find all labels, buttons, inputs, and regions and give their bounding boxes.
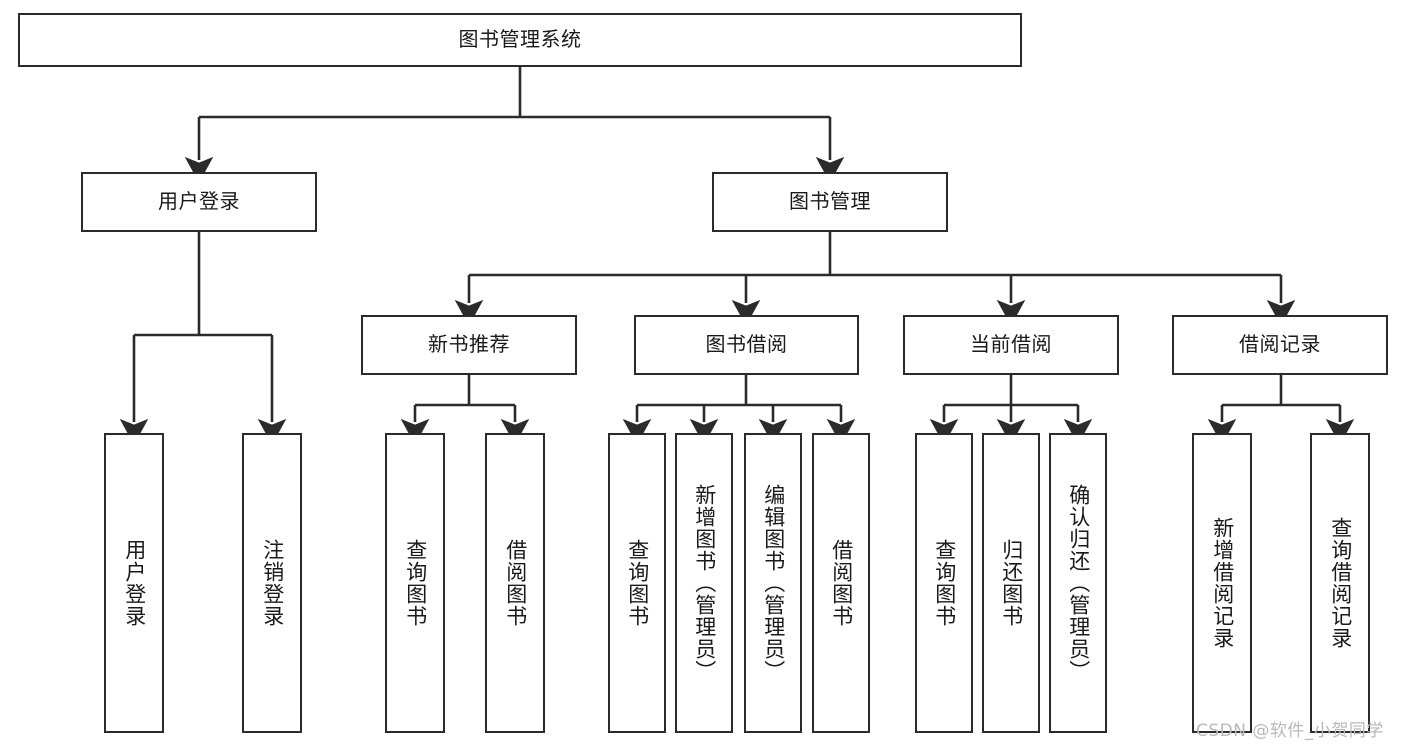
leaf-borrow-edit-book-admin[interactable]: 编辑图书（管理员） xyxy=(744,433,802,733)
leaf-user-login-login[interactable]: 用户登录 xyxy=(104,433,164,733)
node-label: 查询图书 xyxy=(403,539,428,627)
node-label: 图书借阅 xyxy=(705,332,788,357)
leaf-borrow-add-book-admin[interactable]: 新增图书（管理员） xyxy=(675,433,733,733)
node-label: 查询图书 xyxy=(625,539,650,627)
node-label: 新增借阅记录 xyxy=(1210,517,1235,649)
leaf-record-query-record[interactable]: 查询借阅记录 xyxy=(1310,433,1370,733)
leaf-recommend-query-book[interactable]: 查询图书 xyxy=(385,433,445,733)
node-label: 编辑图书（管理员） xyxy=(761,484,786,682)
leaf-recommend-borrow-book[interactable]: 借阅图书 xyxy=(485,433,545,733)
leaf-current-confirm-return-admin[interactable]: 确认归还（管理员） xyxy=(1049,433,1107,733)
leaf-current-query-book[interactable]: 查询图书 xyxy=(915,433,973,733)
node-new-book-recommend[interactable]: 新书推荐 xyxy=(361,315,577,375)
leaf-borrow-query-book[interactable]: 查询图书 xyxy=(608,433,666,733)
leaf-user-login-logout[interactable]: 注销登录 xyxy=(242,433,302,733)
node-label: 用户登录 xyxy=(158,189,240,214)
leaf-record-add-record[interactable]: 新增借阅记录 xyxy=(1192,433,1252,733)
node-label: 归还图书 xyxy=(999,539,1024,627)
leaf-borrow-borrow-book[interactable]: 借阅图书 xyxy=(812,433,870,733)
node-label: 图书管理系统 xyxy=(458,27,582,52)
node-label: 新增图书（管理员） xyxy=(692,484,717,682)
node-label: 当前借阅 xyxy=(970,332,1052,357)
node-label: 注销登录 xyxy=(260,539,285,627)
node-label: 借阅图书 xyxy=(503,539,528,627)
node-root-system[interactable]: 图书管理系统 xyxy=(18,13,1022,67)
node-book-borrow[interactable]: 图书借阅 xyxy=(634,315,859,375)
node-borrow-record[interactable]: 借阅记录 xyxy=(1172,315,1388,375)
node-current-borrow[interactable]: 当前借阅 xyxy=(903,315,1119,375)
node-book-management[interactable]: 图书管理 xyxy=(712,172,948,232)
node-label: 查询图书 xyxy=(932,539,957,627)
node-label: 借阅图书 xyxy=(829,539,854,627)
node-label: 确认归还（管理员） xyxy=(1066,484,1091,682)
node-label: 借阅记录 xyxy=(1239,332,1321,357)
node-label: 查询借阅记录 xyxy=(1328,517,1353,649)
node-user-login[interactable]: 用户登录 xyxy=(81,172,317,232)
node-label: 用户登录 xyxy=(122,539,147,627)
csdn-watermark: CSDN @软件_小贺同学 xyxy=(1196,721,1384,741)
node-label: 图书管理 xyxy=(789,189,871,214)
node-label: 新书推荐 xyxy=(428,332,510,357)
leaf-current-return-book[interactable]: 归还图书 xyxy=(982,433,1040,733)
